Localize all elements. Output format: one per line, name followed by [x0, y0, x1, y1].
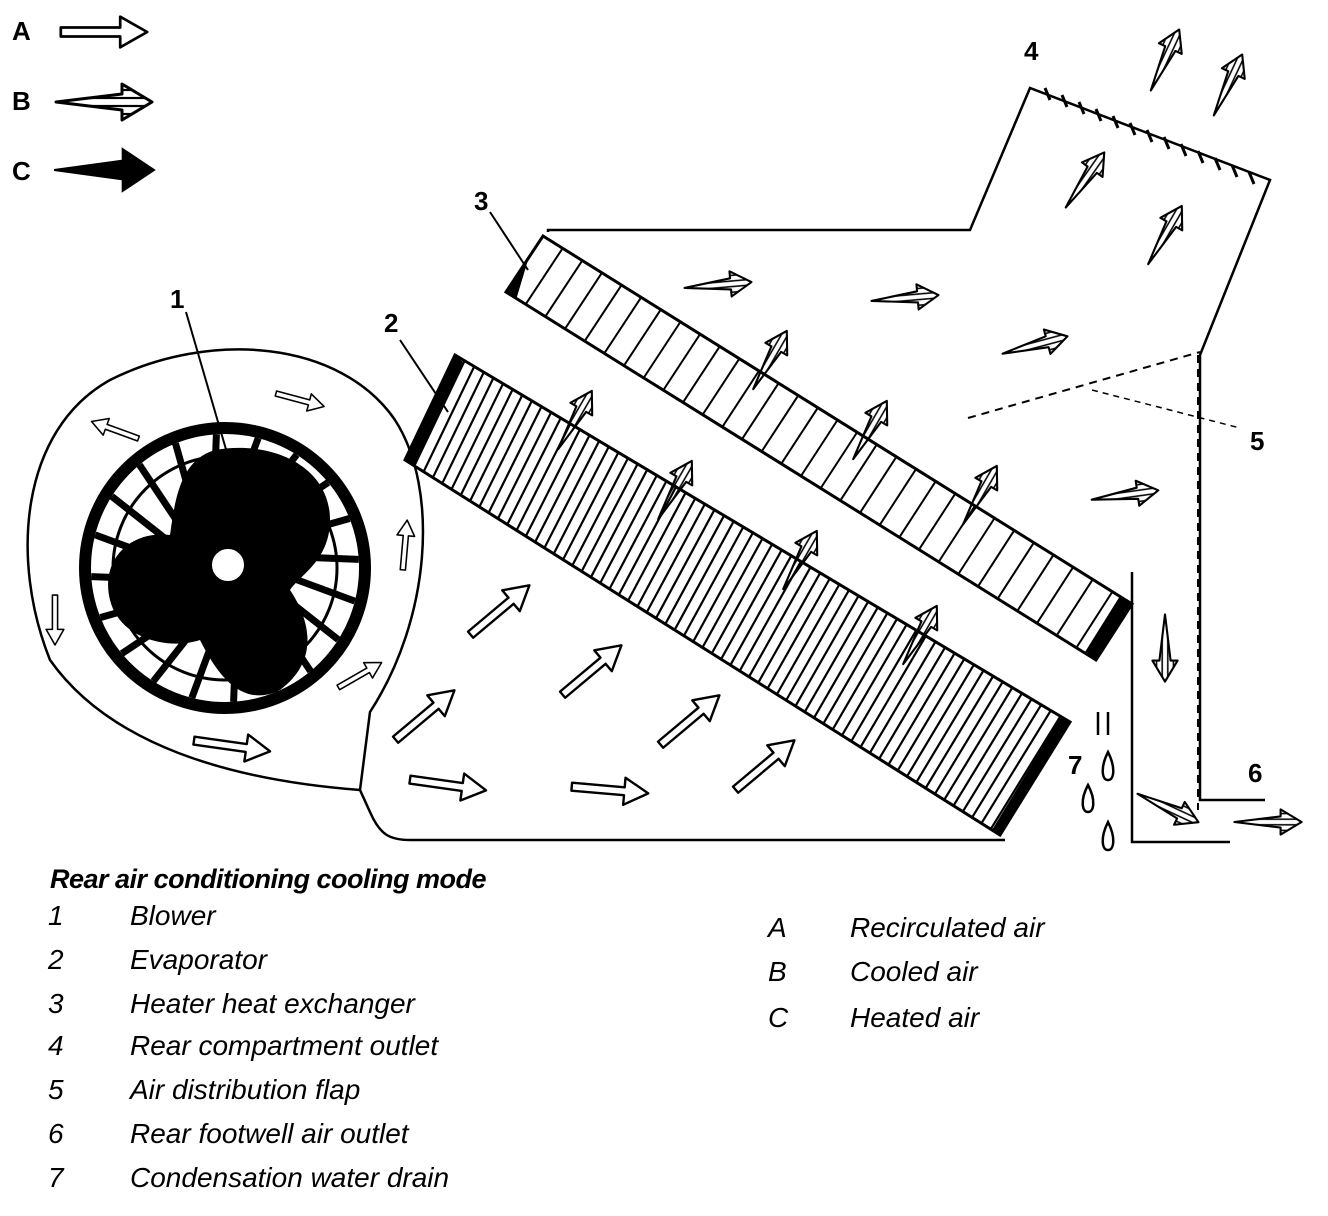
part-number: 6 — [48, 1118, 64, 1149]
part-label: Rear footwell air outlet — [130, 1118, 409, 1149]
part-label: Blower — [130, 900, 216, 931]
part-row-3: 3 Heater heat exchanger — [48, 988, 568, 1028]
part-number: 1 — [48, 900, 64, 931]
heater-heat-exchanger — [503, 233, 1135, 663]
legend-arrow-b — [54, 82, 154, 122]
part-number: 4 — [48, 1030, 64, 1061]
callout-7: 7 — [1068, 750, 1083, 780]
part-row-2: 2 Evaporator — [48, 944, 568, 984]
air-row-a: A Recirculated air — [768, 912, 1188, 956]
callout-2: 2 — [384, 308, 399, 338]
part-row-6: 6 Rear footwell air outlet — [48, 1118, 568, 1158]
part-label: Evaporator — [130, 944, 267, 975]
outlet-grille — [1043, 87, 1256, 185]
part-row-1: 1 Blower — [48, 900, 568, 940]
part-number: 3 — [48, 988, 64, 1019]
blower — [79, 422, 371, 714]
part-row-4: 4 Rear compartment outlet — [48, 1030, 568, 1070]
callout-6: 6 — [1248, 758, 1263, 788]
air-label: Cooled air — [850, 956, 978, 987]
callout-4: 4 — [1024, 36, 1039, 66]
part-number: 7 — [48, 1162, 64, 1193]
callout-5: 5 — [1250, 426, 1265, 456]
air-label: Heated air — [850, 1002, 980, 1033]
part-row-5: 5 Air distribution flap — [48, 1074, 568, 1114]
part-row-7: 7 Condensation water drain — [48, 1162, 568, 1202]
evaporator — [403, 352, 1073, 838]
air-distribution-flap — [967, 351, 1241, 810]
callout-leaders — [185, 211, 529, 471]
callout-1: 1 — [170, 284, 185, 314]
legend-arrow-a — [59, 15, 149, 49]
part-label: Air distribution flap — [130, 1074, 361, 1105]
part-label: Heater heat exchanger — [130, 988, 415, 1019]
air-letter: C — [768, 1002, 789, 1033]
callout-3: 3 — [474, 186, 489, 216]
part-label: Rear compartment outlet — [130, 1030, 439, 1061]
legend-key-b: B — [12, 86, 31, 116]
part-number: 2 — [48, 944, 64, 975]
air-row-b: B Cooled air — [768, 956, 1188, 1000]
legend-arrow-c — [52, 148, 156, 192]
part-label: Condensation water drain — [130, 1162, 450, 1193]
legend-key-a: A — [12, 16, 31, 46]
hvac-diagram — [26, 15, 1303, 852]
legend-key-c: C — [12, 156, 31, 186]
air-letter: A — [768, 912, 787, 943]
air-row-c: C Heated air — [768, 1002, 1188, 1046]
condensation-drops — [1081, 712, 1115, 852]
part-number: 5 — [48, 1074, 64, 1105]
air-label: Recirculated air — [850, 912, 1045, 943]
figure-caption: Rear air conditioning cooling mode — [50, 864, 487, 894]
air-letter: B — [768, 956, 787, 987]
